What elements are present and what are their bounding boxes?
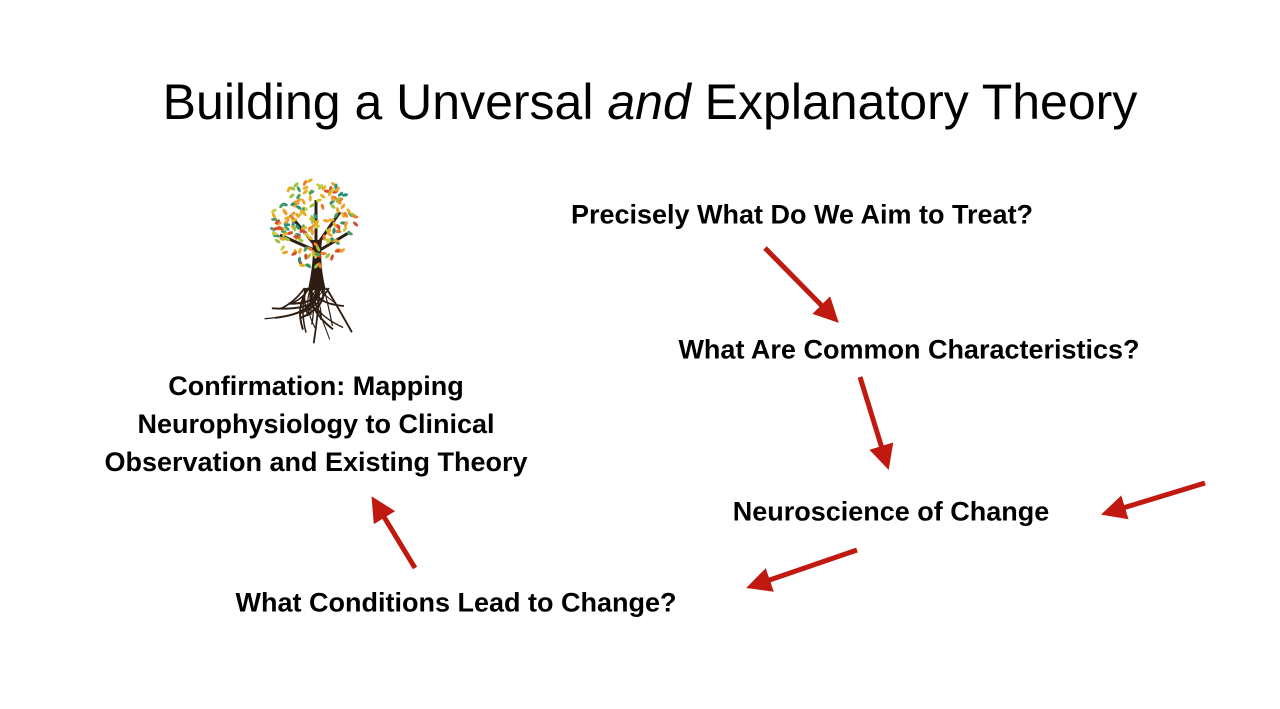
confirmation-line: Confirmation: Mapping bbox=[168, 371, 464, 401]
slide-title: Building a Unversal and Explanatory Theo… bbox=[163, 73, 1138, 131]
arrow-neuroscience-to-conditions bbox=[746, 547, 858, 592]
arrow-into-neuroscience bbox=[1101, 480, 1206, 520]
title-emphasis: and bbox=[607, 74, 691, 130]
arrow-conditions-to-confirmation bbox=[371, 496, 418, 570]
arrow-characteristics-to-neuroscience bbox=[857, 376, 894, 470]
confirmation-line: Observation and Existing Theory bbox=[104, 447, 528, 477]
node-conditions: What Conditions Lead to Change? bbox=[235, 587, 677, 618]
title-text-end: Explanatory Theory bbox=[690, 74, 1138, 130]
node-confirmation: Confirmation: Mapping Neurophysiology to… bbox=[104, 367, 527, 481]
node-neuroscience: Neuroscience of Change bbox=[732, 496, 1050, 527]
node-aim: Precisely What Do We Aim to Treat? bbox=[570, 199, 1034, 230]
confirmation-line: Neurophysiology to Clinical bbox=[137, 409, 495, 439]
node-characteristics: What Are Common Characteristics? bbox=[678, 334, 1140, 365]
arrow-aim-to-characteristics bbox=[763, 246, 839, 323]
title-text: Building a Unversal bbox=[162, 74, 608, 130]
